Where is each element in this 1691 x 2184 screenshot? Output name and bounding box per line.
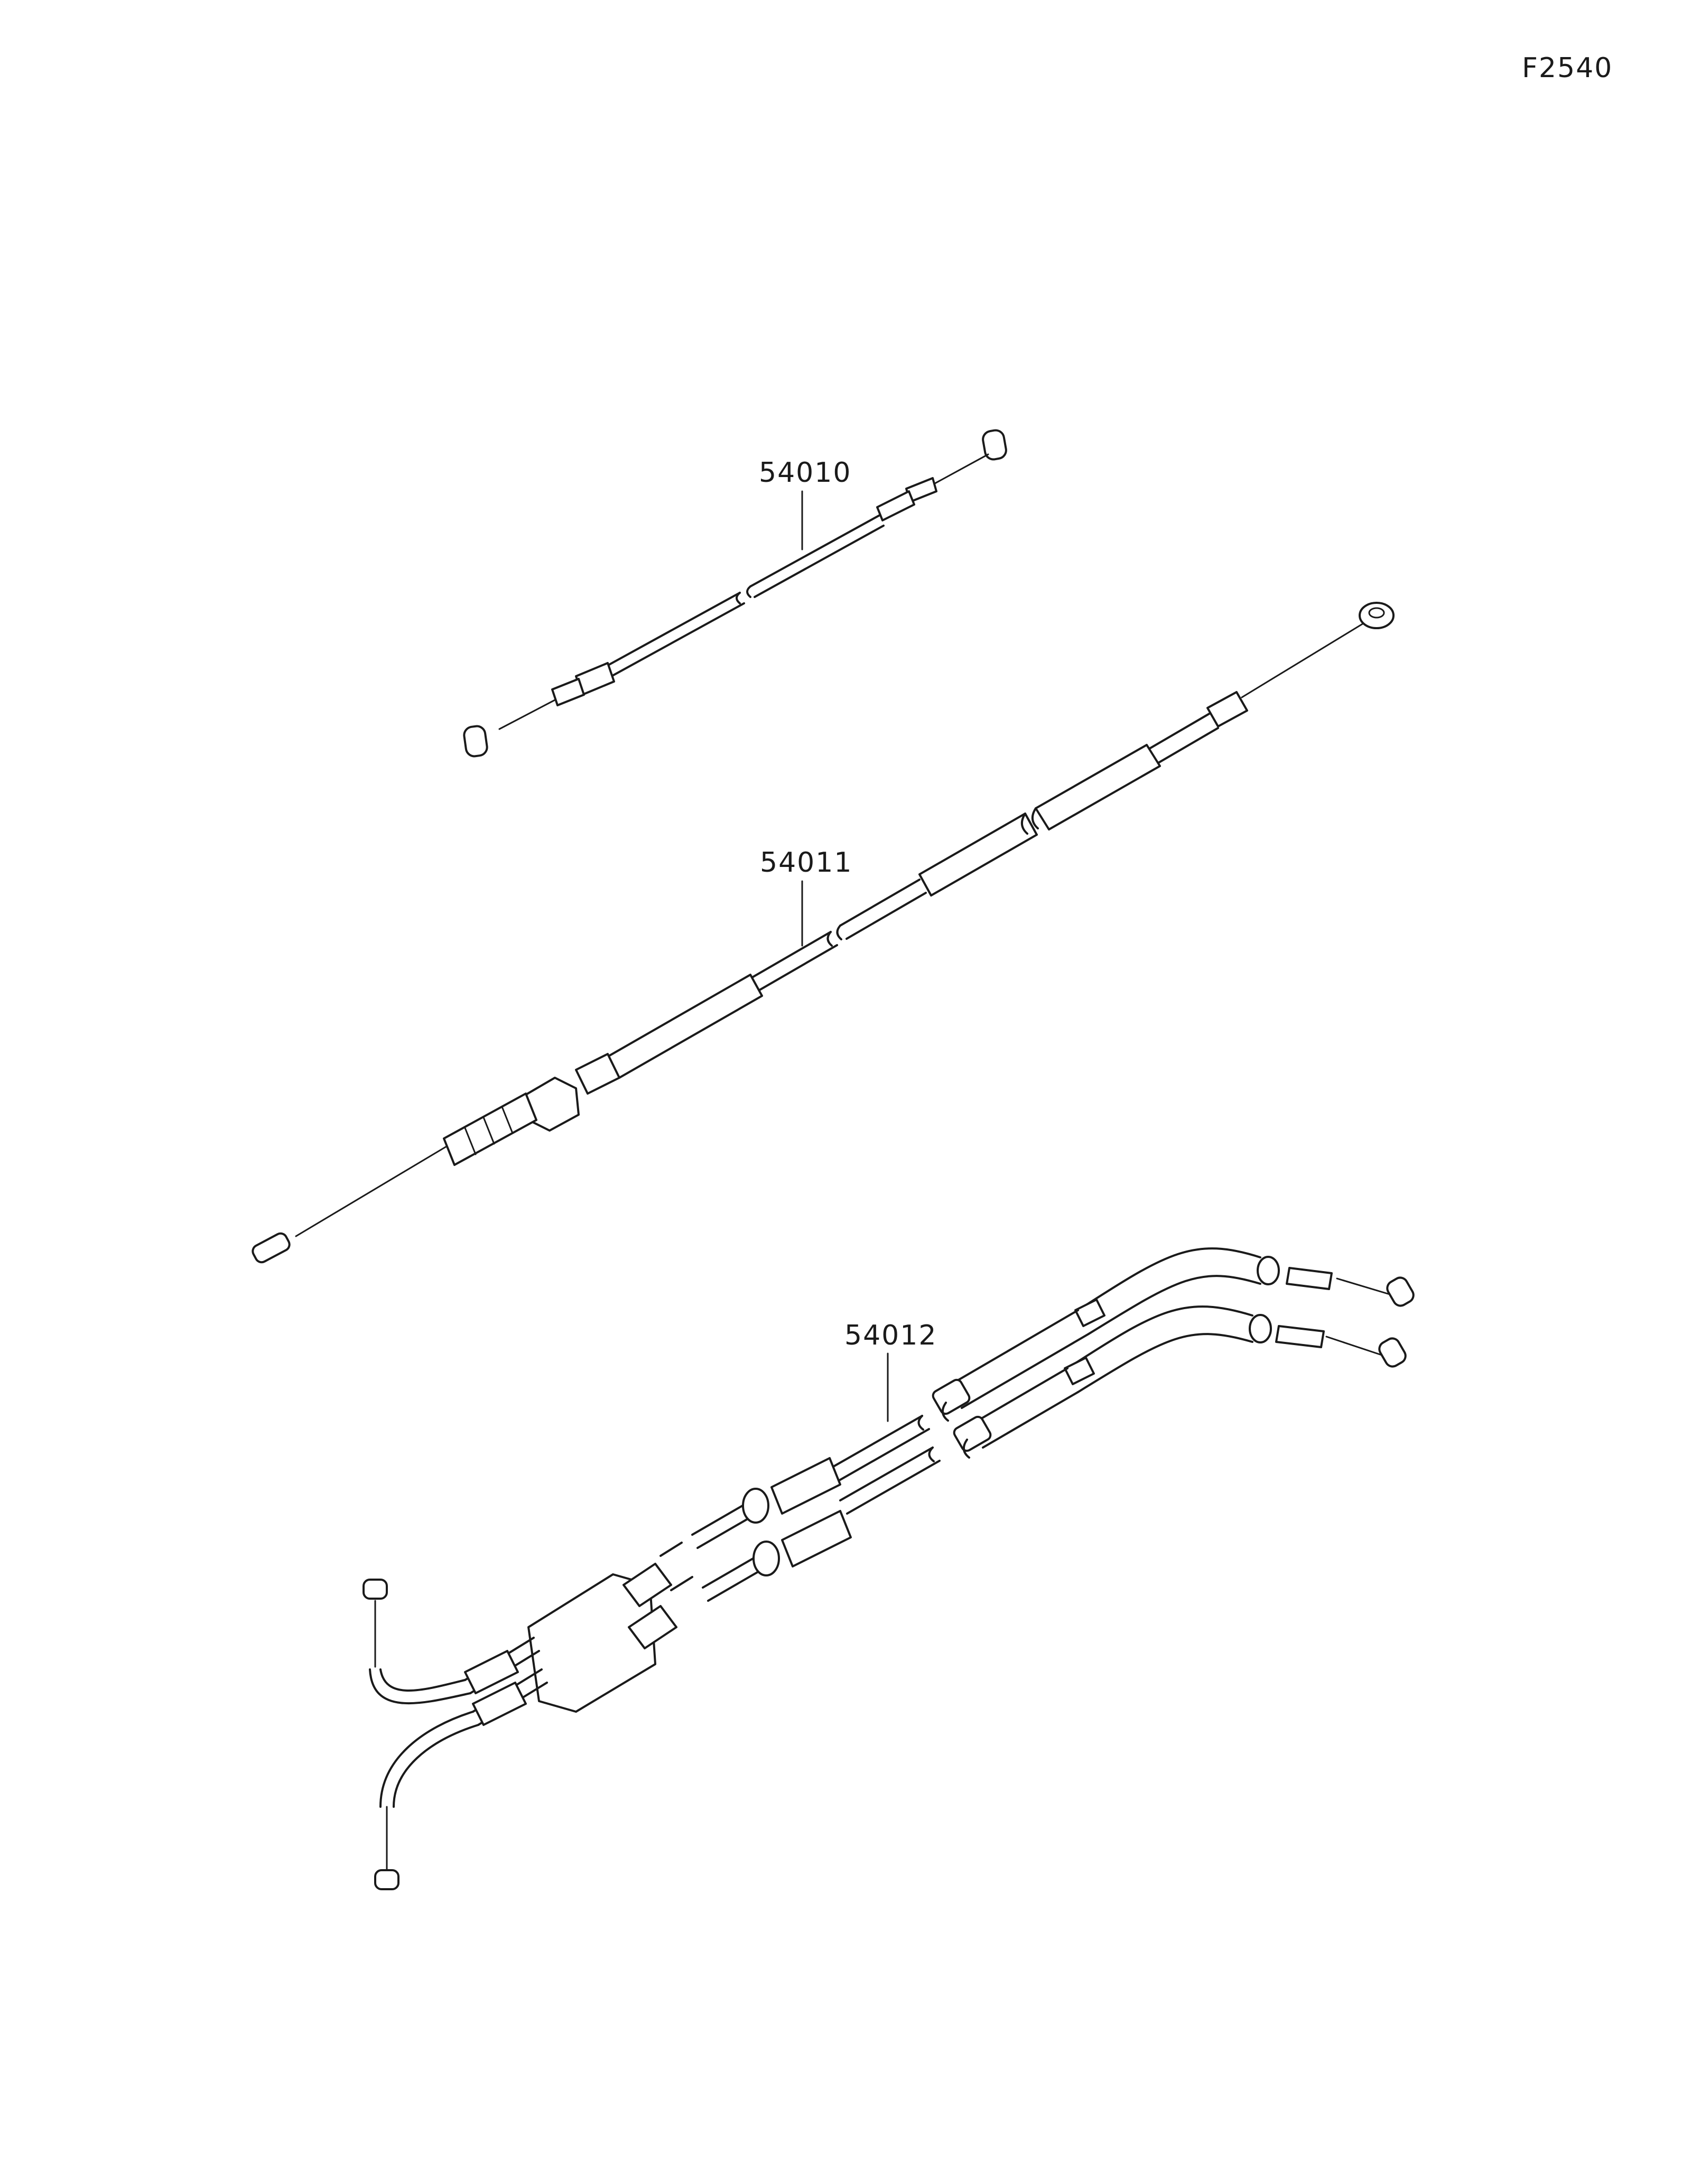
inner-wire xyxy=(1241,622,1364,698)
cable-boot xyxy=(932,1378,971,1415)
outer-housing-upper xyxy=(950,1309,1090,1409)
cable-clip xyxy=(1064,1357,1095,1385)
cable-end-barrel xyxy=(1386,1276,1415,1307)
inner-wire xyxy=(1325,1336,1383,1356)
adjuster-sleeve xyxy=(770,1457,841,1515)
thread-line xyxy=(482,1116,495,1145)
part-label-54011: 54011 xyxy=(760,847,852,879)
figure-code: F2540 xyxy=(1522,52,1613,84)
cable-boot xyxy=(472,1682,527,1726)
cable-end-barrel xyxy=(374,1869,399,1890)
protective-sleeve xyxy=(607,974,763,1079)
cable-boot xyxy=(1275,1325,1325,1348)
cable-boot xyxy=(464,1650,519,1694)
cable-boot xyxy=(575,1053,620,1095)
protective-sleeve xyxy=(918,813,1038,897)
outer-housing xyxy=(1146,712,1219,766)
adjuster-locknut xyxy=(752,1541,780,1576)
break-mark xyxy=(1021,813,1028,835)
break-mark xyxy=(928,1446,935,1462)
break-mark xyxy=(1032,807,1039,829)
outer-housing-lower xyxy=(702,1557,759,1602)
outer-housing xyxy=(749,931,838,993)
adjuster-sleeve xyxy=(781,1510,852,1567)
outer-housing xyxy=(749,514,885,598)
outer-housing-lower xyxy=(971,1367,1079,1449)
cable-grommet xyxy=(1257,1256,1280,1285)
inner-wire xyxy=(929,453,989,487)
adjuster-sleeve xyxy=(876,490,915,521)
break-mark xyxy=(659,1542,693,1591)
cable-boot xyxy=(953,1415,992,1452)
outer-housing-upper xyxy=(1077,1247,1261,1335)
cable-54012[interactable]: 54012 xyxy=(363,1247,1416,1890)
junction-housing xyxy=(527,1573,656,1713)
cable-end-barrel xyxy=(982,429,1007,461)
adjuster-locknut xyxy=(742,1488,769,1524)
inner-wire xyxy=(1336,1277,1391,1295)
inner-wire xyxy=(498,699,556,730)
adjuster-nut xyxy=(551,678,585,706)
cable-clip xyxy=(1074,1299,1105,1327)
junction-boot xyxy=(622,1563,672,1607)
cable-54011[interactable]: 54011 xyxy=(250,602,1395,1264)
outer-housing-lower xyxy=(1066,1305,1253,1393)
threaded-adjuster xyxy=(443,1093,537,1166)
cable-end-barrel xyxy=(252,1232,291,1264)
break-mark xyxy=(942,1402,949,1422)
part-label-54012: 54012 xyxy=(844,1320,937,1351)
protective-sleeve xyxy=(1035,744,1161,830)
break-mark xyxy=(746,585,751,598)
thread-line xyxy=(464,1127,477,1155)
thread-line xyxy=(501,1106,514,1134)
bent-tube-upper xyxy=(369,1668,471,1705)
cable-54010[interactable]: 54010 xyxy=(463,429,1007,758)
cable-end-ring-hole xyxy=(1368,607,1385,619)
junction-boot xyxy=(628,1605,677,1649)
outer-housing-upper xyxy=(691,1505,749,1549)
break-mark xyxy=(963,1439,970,1459)
cable-end-barrel xyxy=(463,725,488,758)
cable-boot xyxy=(1206,691,1248,727)
inner-wire xyxy=(295,1145,448,1237)
cable-grommet xyxy=(1249,1314,1272,1343)
outer-housing-lower xyxy=(839,1446,941,1515)
cable-end-barrel xyxy=(1378,1337,1407,1368)
outer-housing-upper xyxy=(829,1415,930,1483)
break-mark xyxy=(836,925,842,940)
break-mark xyxy=(917,1415,924,1431)
outer-housing xyxy=(601,592,745,680)
cable-boot xyxy=(1286,1267,1333,1290)
bent-tube-lower xyxy=(379,1711,479,1808)
cable-end-barrel xyxy=(363,1579,388,1600)
cable-end-ring xyxy=(1359,602,1395,629)
outer-housing xyxy=(839,879,927,940)
part-label-54010: 54010 xyxy=(759,457,851,489)
